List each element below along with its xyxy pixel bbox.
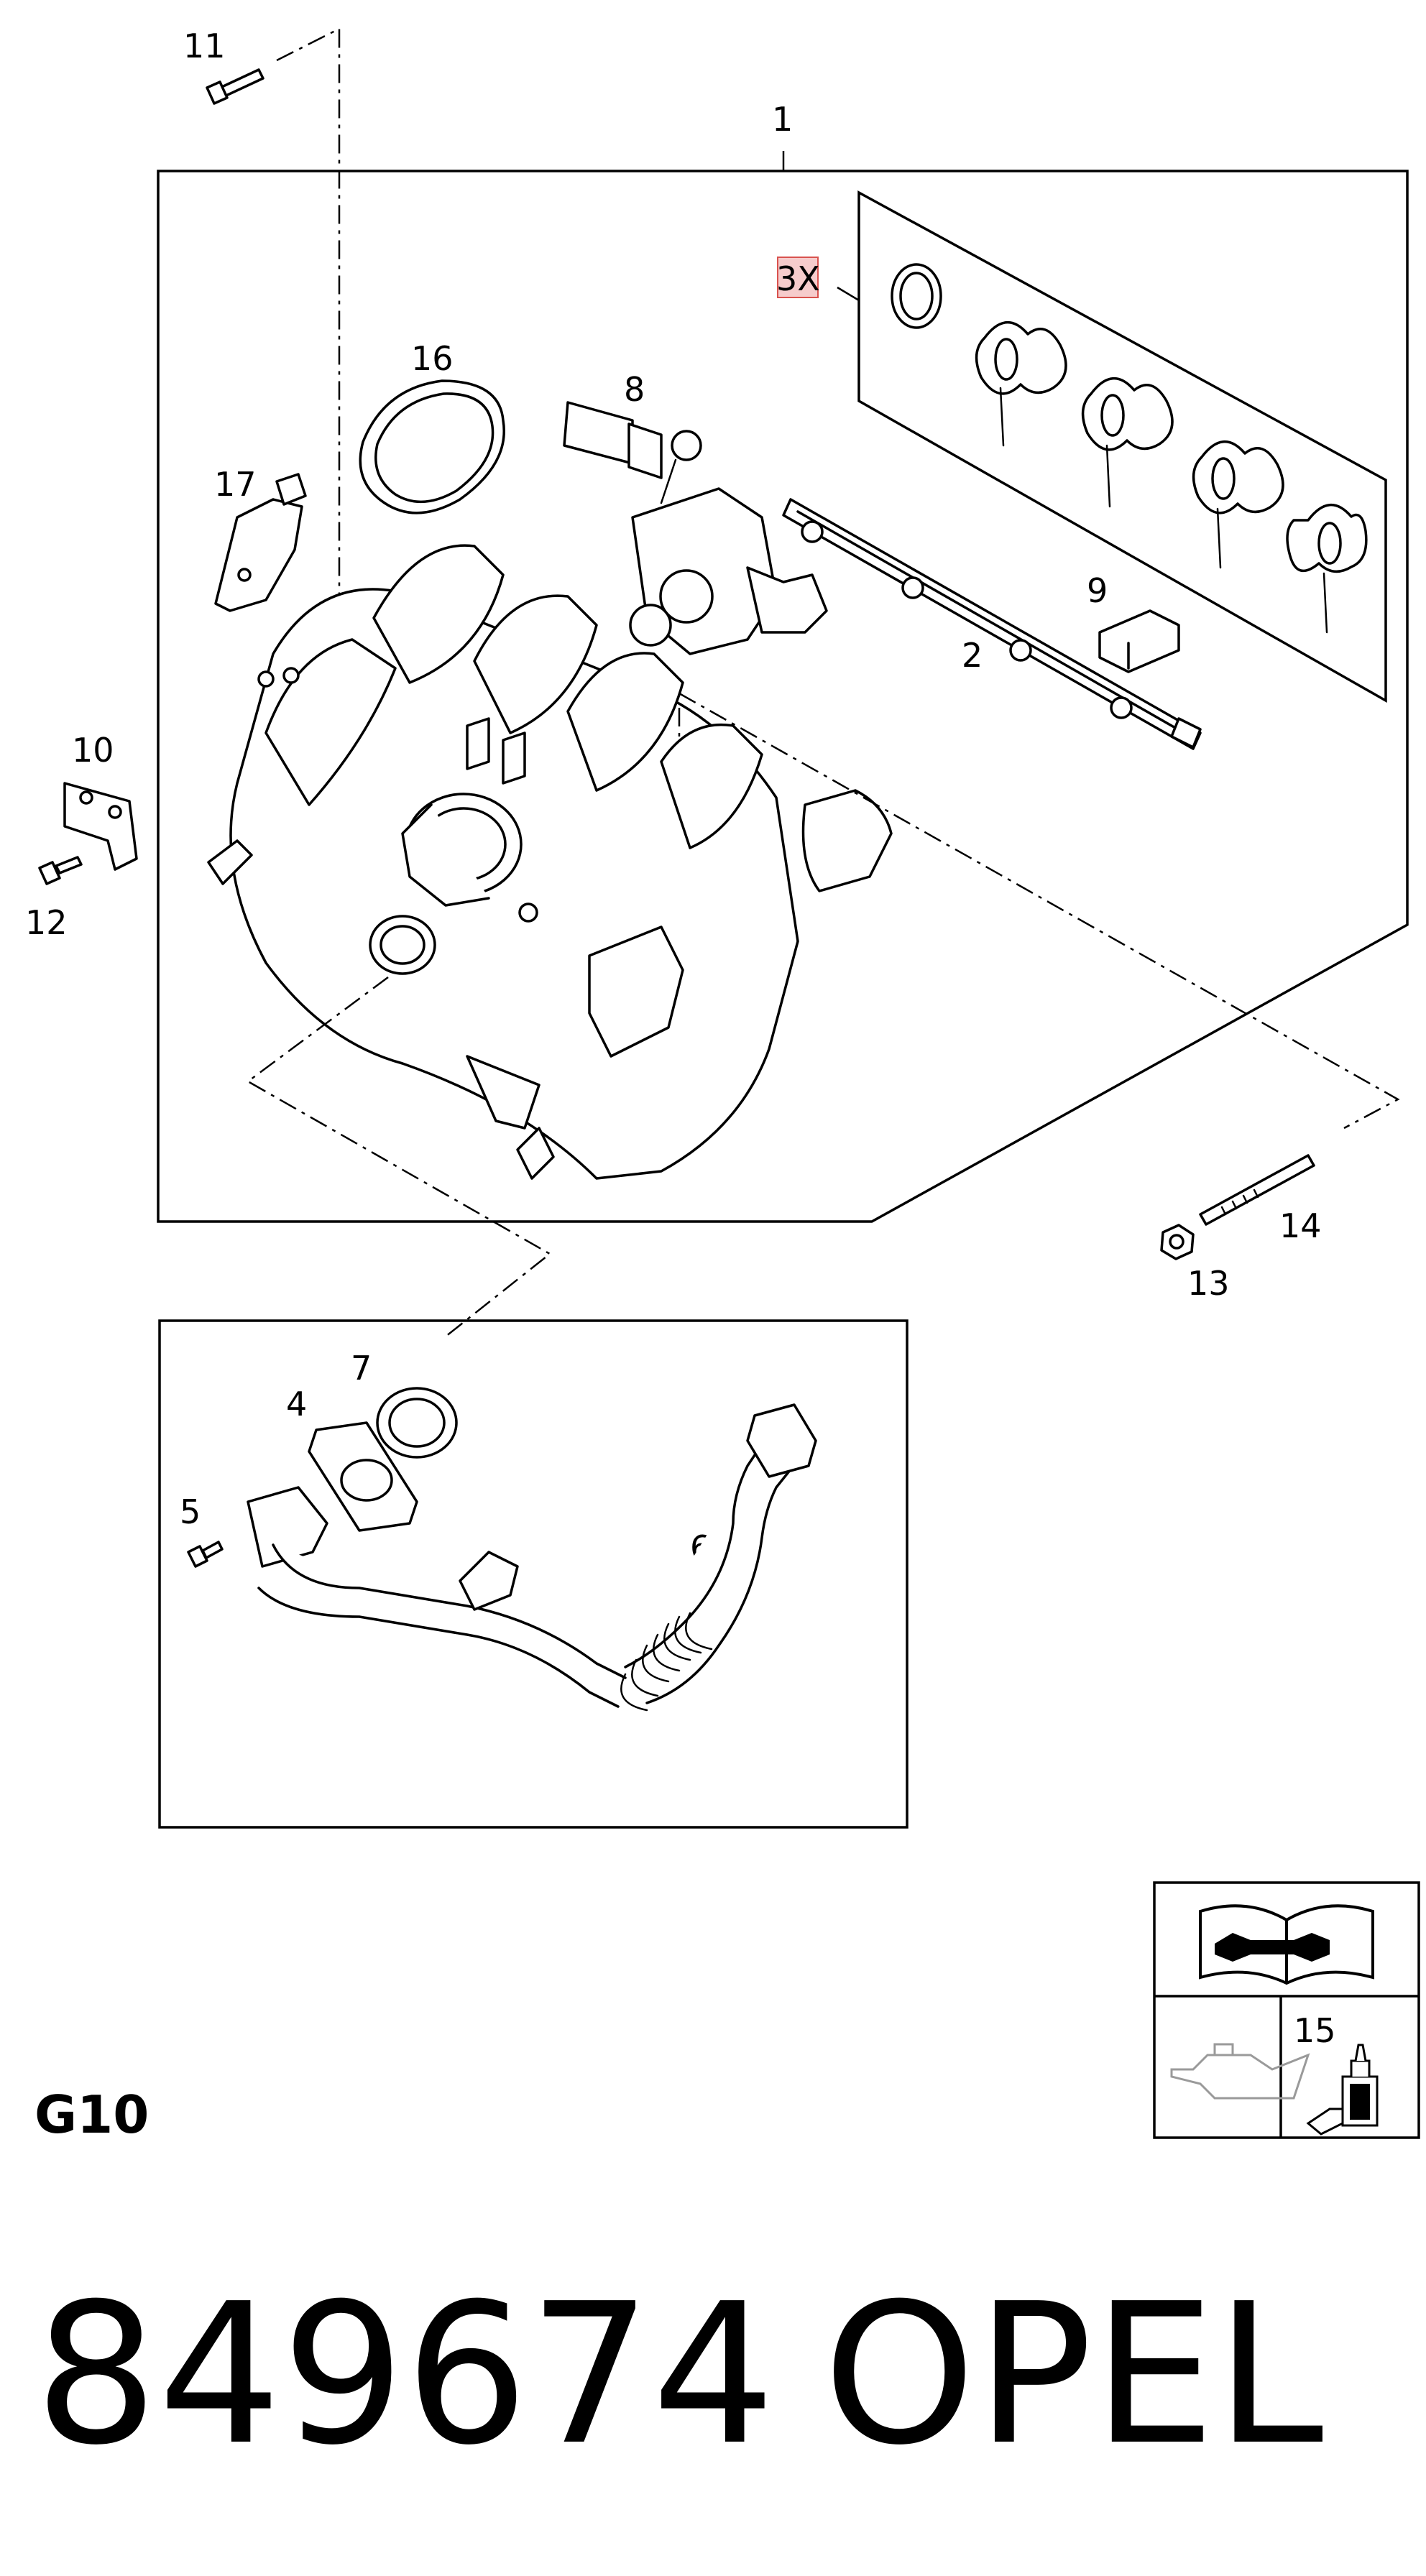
callout-15: 15 <box>1294 2011 1336 2050</box>
assembly-line-14 <box>678 692 1400 1130</box>
gasket-7 <box>376 1387 458 1459</box>
callout-12: 12 <box>25 903 68 942</box>
callout-10: 10 <box>72 731 114 770</box>
callout-8: 8 <box>624 370 645 409</box>
stud-14 <box>1199 1154 1315 1226</box>
callout-14: 14 <box>1279 1206 1322 1245</box>
injector-seal-2 <box>1081 377 1174 508</box>
ring-seal-part <box>891 263 942 329</box>
assembly-line-7 <box>246 976 552 1337</box>
callout-5: 5 <box>180 1492 201 1531</box>
assembly-line-11 <box>276 27 341 596</box>
injector-seal-3 <box>1192 440 1284 569</box>
callout-16: 16 <box>411 339 454 378</box>
info-grid <box>1153 1881 1420 2139</box>
leader-3x <box>837 286 860 302</box>
bolt-12 <box>38 856 83 885</box>
callout-4: 4 <box>286 1385 307 1423</box>
callout-9: 9 <box>1087 571 1108 610</box>
bracket-10 <box>63 782 138 871</box>
bracket-17 <box>214 473 307 612</box>
callout-3x: 3X <box>776 259 820 298</box>
injector-seal-1 <box>975 321 1067 447</box>
throttle-actuator-8 <box>563 401 828 655</box>
gasket-4 <box>308 1421 418 1532</box>
fuel-rail-2 <box>782 498 1202 750</box>
callout-11: 11 <box>183 27 226 65</box>
repair-manual-wrench-icon <box>1199 1904 1374 1985</box>
intake-manifold <box>207 544 893 1180</box>
callout-1: 1 <box>772 100 793 139</box>
quantity-3x-highlight <box>777 257 819 298</box>
gasket-kit-frame <box>857 190 1387 703</box>
nut-13 <box>1160 1224 1195 1260</box>
egr-pipe-6 <box>247 1403 817 1712</box>
callout-2: 2 <box>962 636 983 675</box>
bolt-5 <box>187 1541 224 1568</box>
sealant-tube-icon <box>1306 2044 1379 2136</box>
callout-13: 13 <box>1187 1264 1230 1303</box>
group-code: G10 <box>34 2085 149 2145</box>
gasket-16 <box>359 379 505 514</box>
oil-can-icon <box>1170 2043 1310 2100</box>
egr-group-frame <box>158 1319 908 1829</box>
part-number: 849674 <box>34 2261 776 2488</box>
brand-name: OPEL <box>823 2261 1325 2488</box>
bolt-11 <box>206 68 264 105</box>
clip-9 <box>1098 609 1180 673</box>
injector-seal-4 <box>1286 504 1368 634</box>
callout-17: 17 <box>214 465 257 504</box>
callout-7: 7 <box>351 1349 372 1388</box>
manifold-group-frame <box>157 170 1409 1223</box>
